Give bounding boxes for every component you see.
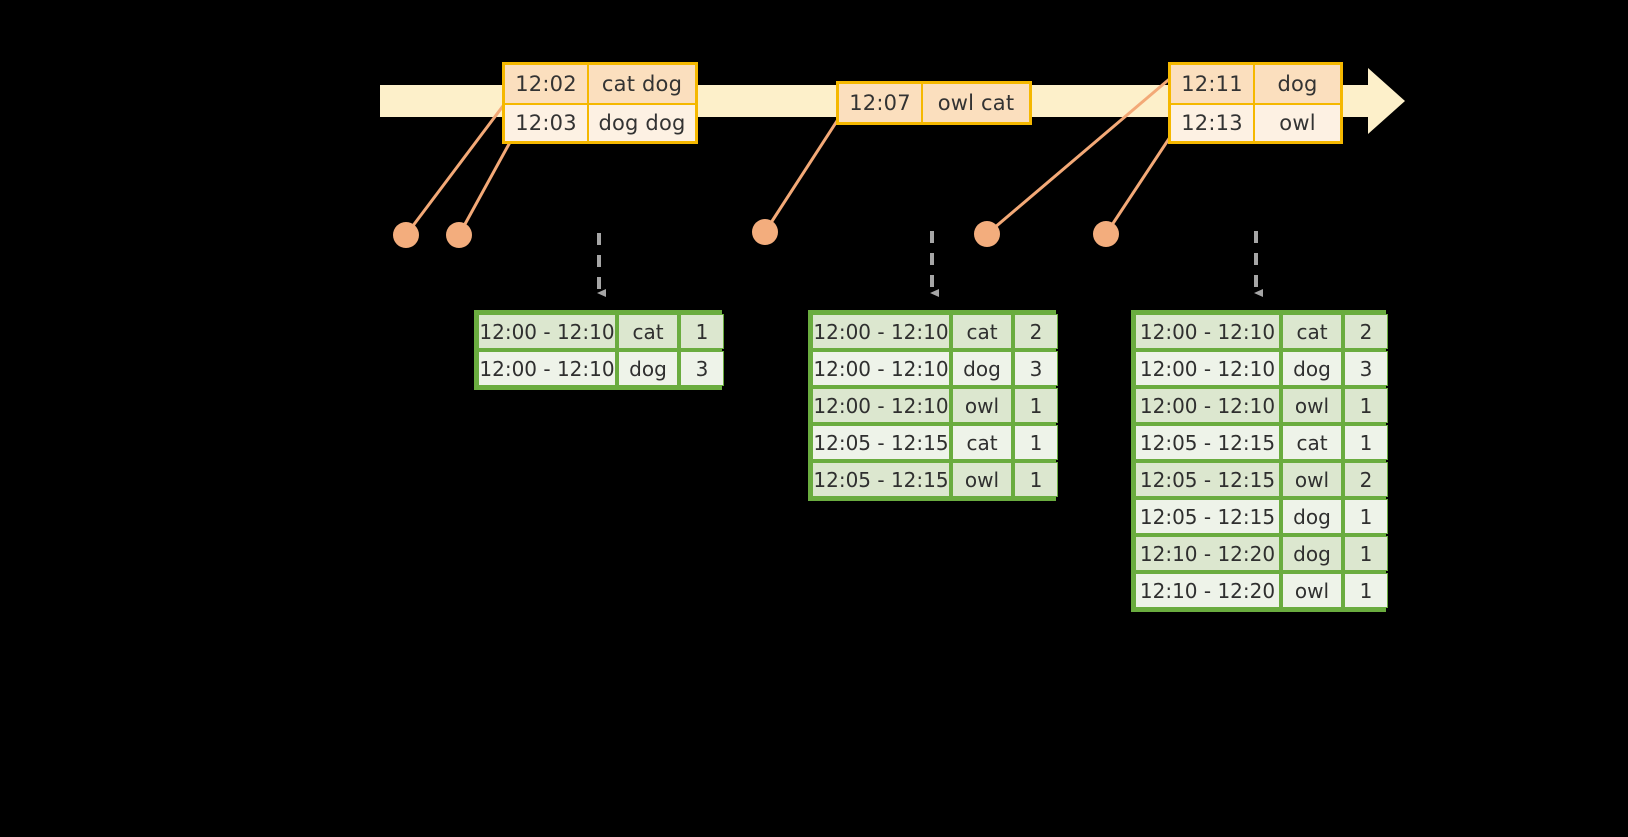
key-cell: dog [1282, 536, 1342, 571]
event-payload: owl cat [923, 84, 1029, 122]
window-cell: 12:00 - 12:10 [478, 314, 616, 349]
count-cell: 1 [1344, 573, 1388, 608]
key-cell: dog [1282, 499, 1342, 534]
count-cell: 2 [1344, 462, 1388, 497]
window-cell: 12:00 - 12:10 [812, 314, 950, 349]
window-cell: 12:05 - 12:15 [812, 425, 950, 460]
event-payload: cat dog [589, 65, 695, 103]
key-cell: owl [952, 462, 1012, 497]
window-cell: 12:05 - 12:15 [1135, 499, 1280, 534]
key-cell: cat [1282, 425, 1342, 460]
watermark-dot-3 [752, 219, 778, 245]
window-cell: 12:00 - 12:10 [1135, 388, 1280, 423]
count-cell: 1 [1014, 388, 1058, 423]
key-cell: cat [952, 314, 1012, 349]
count-cell: 3 [1014, 351, 1058, 386]
event-timestamp: 12:03 [505, 105, 589, 141]
watermark-dot-1 [393, 222, 419, 248]
window-cell: 12:00 - 12:10 [812, 388, 950, 423]
key-cell: owl [1282, 388, 1342, 423]
key-cell: owl [1282, 462, 1342, 497]
count-cell: 1 [680, 314, 724, 349]
event-timestamp: 12:07 [839, 84, 923, 122]
window-cell: 12:00 - 12:10 [1135, 351, 1280, 386]
window-cell: 12:00 - 12:10 [478, 351, 616, 386]
count-cell: 3 [1344, 351, 1388, 386]
count-cell: 1 [1344, 388, 1388, 423]
event-timestamp: 12:13 [1171, 105, 1255, 141]
count-cell: 2 [1014, 314, 1058, 349]
key-cell: dog [618, 351, 678, 386]
window-cell: 12:05 - 12:15 [1135, 425, 1280, 460]
key-cell: cat [618, 314, 678, 349]
window-cell: 12:05 - 12:15 [1135, 462, 1280, 497]
count-cell: 1 [1344, 536, 1388, 571]
event-payload: dog dog [589, 105, 695, 141]
event-payload: dog [1255, 65, 1340, 103]
watermark-dot-4 [974, 221, 1000, 247]
event-timestamp: 12:11 [1171, 65, 1255, 103]
count-cell: 2 [1344, 314, 1388, 349]
watermark-dot-2 [446, 222, 472, 248]
count-cell: 1 [1344, 425, 1388, 460]
key-cell: owl [952, 388, 1012, 423]
count-cell: 1 [1344, 499, 1388, 534]
count-cell: 1 [1014, 462, 1058, 497]
window-cell: 12:05 - 12:15 [812, 462, 950, 497]
window-cell: 12:10 - 12:20 [1135, 536, 1280, 571]
window-cell: 12:00 - 12:10 [812, 351, 950, 386]
window-cell: 12:00 - 12:10 [1135, 314, 1280, 349]
key-cell: dog [1282, 351, 1342, 386]
watermark-dots [393, 219, 1119, 248]
count-cell: 3 [680, 351, 724, 386]
count-cell: 1 [1014, 425, 1058, 460]
event-timestamp: 12:02 [505, 65, 589, 103]
key-cell: cat [1282, 314, 1342, 349]
key-cell: owl [1282, 573, 1342, 608]
key-cell: cat [952, 425, 1012, 460]
key-cell: dog [952, 351, 1012, 386]
event-payload: owl [1255, 105, 1340, 141]
emit-arrows [597, 231, 1263, 297]
window-cell: 12:10 - 12:20 [1135, 573, 1280, 608]
watermark-dot-5 [1093, 221, 1119, 247]
